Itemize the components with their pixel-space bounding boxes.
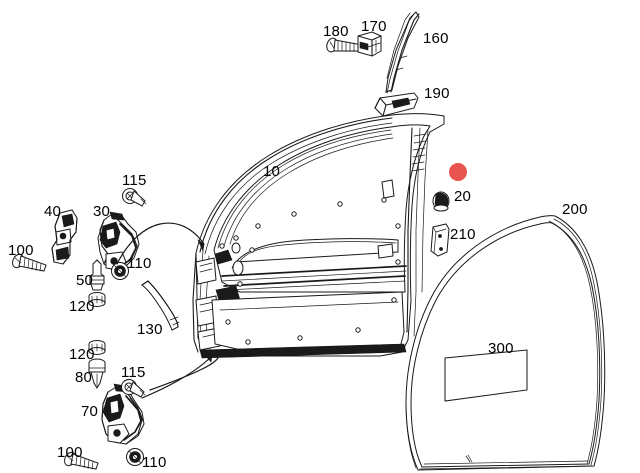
callout-115-upper: 115 [122, 172, 147, 189]
selected-part-marker[interactable] [449, 163, 467, 181]
part-130-check-cover [141, 280, 180, 331]
callout-160: 160 [423, 30, 449, 47]
part-200-door-seal [405, 215, 606, 471]
callout-110-upper: 110 [127, 255, 152, 272]
callout-70: 70 [81, 403, 99, 420]
part-40-hinge-bracket [51, 209, 78, 265]
part-110-grommet-upper [111, 262, 129, 280]
callout-170: 170 [361, 18, 387, 35]
part-30-upper-hinge [97, 211, 140, 271]
part-170-clip [357, 31, 382, 57]
callout-20: 20 [454, 188, 472, 205]
part-110-grommet-lower [126, 448, 144, 466]
part-10-door-shell [192, 113, 445, 359]
callout-190: 190 [424, 85, 450, 102]
leader-lines [116, 222, 219, 399]
callout-100-lower: 100 [57, 444, 83, 461]
part-120-washer-upper [88, 292, 106, 307]
part-115-bolt-lower [121, 379, 146, 398]
callout-120-lower: 120 [69, 346, 95, 363]
part-300-detail-box [444, 349, 528, 402]
part-50-expanding-rivet [89, 259, 105, 291]
part-115-bolt-upper [122, 188, 147, 207]
part-70-lower-hinge [101, 383, 145, 445]
callout-80: 80 [75, 369, 93, 386]
callout-50: 50 [76, 272, 94, 289]
callout-300: 300 [488, 340, 514, 357]
callout-115-lower: 115 [121, 364, 146, 381]
callout-120-upper: 120 [69, 298, 95, 315]
part-190-mirror-cover [374, 92, 419, 117]
callout-110-lower: 110 [142, 454, 167, 471]
callout-100-upper: 100 [8, 242, 34, 259]
part-210-cover-plate [430, 223, 450, 257]
part-80-expanding-rivet [88, 358, 106, 389]
callout-40: 40 [44, 203, 62, 220]
callout-130: 130 [137, 321, 163, 338]
callout-10: 10 [263, 163, 281, 180]
part-100-screw-upper [12, 253, 47, 272]
callout-200: 200 [562, 201, 588, 218]
part-120-washer-lower [88, 340, 106, 355]
callout-30: 30 [93, 203, 111, 220]
callout-180: 180 [323, 23, 349, 40]
part-160-trim-strip [385, 11, 420, 94]
callout-210: 210 [450, 226, 476, 243]
part-100-screw-lower [64, 451, 99, 470]
part-20-grommet [432, 191, 450, 212]
